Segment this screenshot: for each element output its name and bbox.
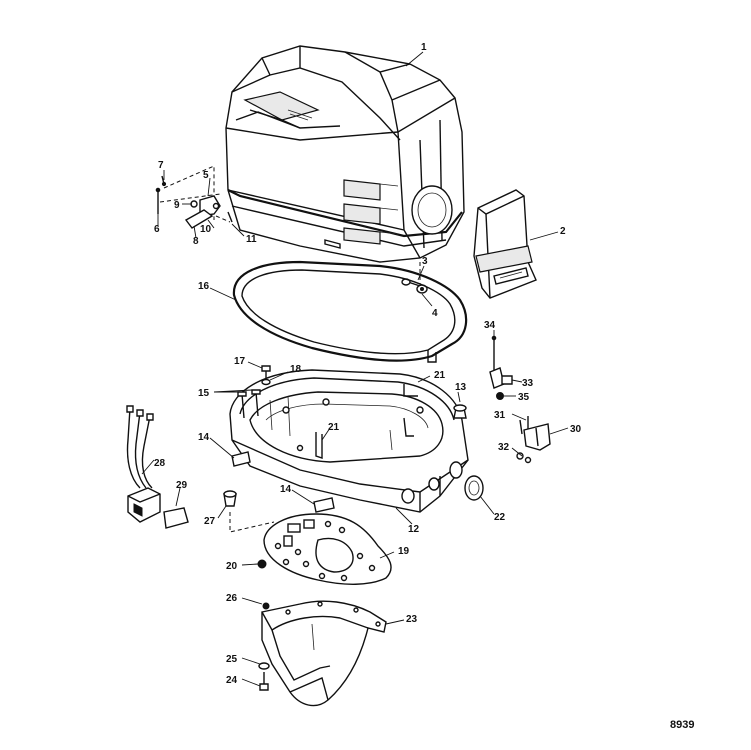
part-label-24: 24 bbox=[226, 675, 238, 686]
part-label-5: 5 bbox=[203, 170, 209, 181]
part-label-20: 20 bbox=[226, 561, 238, 572]
bottom-cowl-bolts bbox=[237, 365, 271, 419]
part-label-1: 1 bbox=[421, 42, 427, 53]
grommets-and-brackets bbox=[231, 384, 467, 513]
part-label-14a: 14 bbox=[198, 432, 210, 443]
part-label-13: 13 bbox=[455, 382, 467, 393]
part-label-3: 3 bbox=[422, 256, 428, 267]
part-label-17: 17 bbox=[234, 356, 246, 367]
part-label-19: 19 bbox=[398, 546, 410, 557]
grommet bbox=[464, 475, 484, 501]
part-label-10: 10 bbox=[200, 224, 212, 235]
part-label-30: 30 bbox=[570, 424, 582, 435]
mounting-plate bbox=[263, 513, 392, 585]
figure-number: 8939 bbox=[670, 719, 694, 731]
part-label-32: 32 bbox=[498, 442, 510, 453]
part-label-4: 4 bbox=[432, 308, 438, 319]
part-label-26: 26 bbox=[226, 593, 238, 604]
bottom-cowl bbox=[229, 369, 469, 513]
part-label-21a: 21 bbox=[434, 370, 446, 381]
part-label-22: 22 bbox=[494, 512, 506, 523]
part-label-27: 27 bbox=[204, 516, 216, 527]
part-label-7: 7 bbox=[158, 160, 164, 171]
part-label-16: 16 bbox=[198, 281, 210, 292]
latch-assembly bbox=[155, 165, 233, 229]
part-number-labels: 1 2 3 4 5 6 7 8 9 10 11 12 13 14 14 15 1… bbox=[154, 42, 582, 686]
cowl-seal bbox=[232, 260, 468, 363]
part-label-12: 12 bbox=[408, 524, 420, 535]
part-label-2: 2 bbox=[560, 226, 566, 237]
part-label-18: 18 bbox=[290, 364, 302, 375]
screw-and-washer bbox=[401, 262, 428, 294]
part-label-35: 35 bbox=[518, 392, 530, 403]
nut bbox=[257, 559, 267, 569]
top-cowl bbox=[225, 45, 465, 263]
part-label-14b: 14 bbox=[280, 484, 292, 495]
part-label-8: 8 bbox=[193, 236, 199, 247]
part-label-25: 25 bbox=[226, 654, 238, 665]
wiring-harness bbox=[126, 405, 189, 529]
side-cover bbox=[473, 189, 537, 299]
part-label-6: 6 bbox=[154, 224, 160, 235]
leader-lines bbox=[141, 51, 569, 687]
part-label-11: 11 bbox=[246, 234, 257, 245]
part-label-28: 28 bbox=[154, 458, 166, 469]
part-label-31: 31 bbox=[494, 410, 506, 421]
part-label-15: 15 bbox=[198, 388, 210, 399]
part-label-9: 9 bbox=[174, 200, 180, 211]
part-label-29: 29 bbox=[176, 480, 188, 491]
lower-shroud bbox=[261, 600, 387, 707]
part-label-33: 33 bbox=[522, 378, 534, 389]
screw-grommet bbox=[223, 490, 275, 533]
part-label-21b: 21 bbox=[328, 422, 340, 433]
bracket-hardware bbox=[489, 335, 551, 464]
shroud-fasteners bbox=[258, 602, 270, 691]
part-label-23: 23 bbox=[406, 614, 418, 625]
part-label-34: 34 bbox=[484, 320, 496, 331]
